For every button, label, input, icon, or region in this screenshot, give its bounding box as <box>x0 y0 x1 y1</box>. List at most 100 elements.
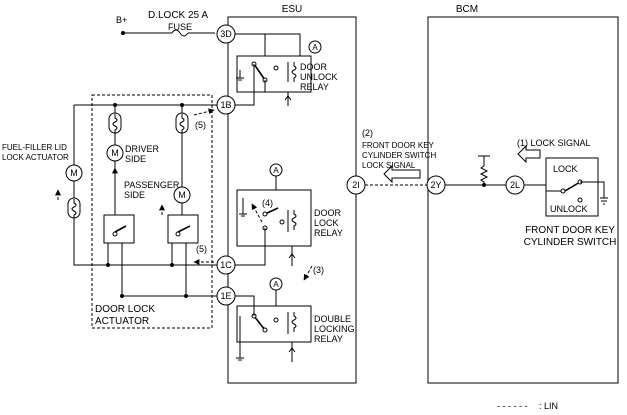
unlock-relay-ground <box>236 70 244 81</box>
double-relay-text-1: DOUBLE <box>314 314 351 324</box>
key-switch-pin-a <box>560 188 566 194</box>
double-relay-out <box>235 295 255 316</box>
lock-relay-step-4: (4) <box>262 198 273 208</box>
double-relay-pin-c <box>273 317 279 323</box>
unlock-relay-box <box>236 55 312 93</box>
fuel-motor-label: M <box>70 168 78 178</box>
lock-relay-ground <box>239 198 247 217</box>
key-switch-name-2: CYLINDER SWITCH <box>524 237 617 248</box>
front-key-signal-3: CYLINDER SWITCH <box>362 151 436 160</box>
lock-relay-transistor <box>288 246 296 266</box>
junction-2 <box>180 103 184 107</box>
unlock-relay-out <box>235 64 266 106</box>
passenger-side-2: SIDE <box>124 190 145 200</box>
driver-side-2: SIDE <box>125 154 146 164</box>
junction-3 <box>106 263 110 267</box>
fuel-actuator-1: FUEL-FILLER LID <box>2 143 67 152</box>
unlock-relay-text-3: RELAY <box>300 82 329 92</box>
lock-relay-step-3-arrow <box>303 265 313 281</box>
key-switch-wire <box>524 181 608 205</box>
terminal-1e-label: 1E <box>220 291 231 301</box>
fuse-word: FUSE <box>168 22 192 32</box>
key-switch-box <box>545 157 599 217</box>
lin-signal-arrow <box>383 164 421 184</box>
passenger-switch-pin <box>175 231 181 237</box>
legend-line: - - - - - - <box>497 401 528 411</box>
double-relay-text-2: LOCKING <box>314 324 355 334</box>
unlock-relay-text-1: DOOR <box>300 62 328 72</box>
junction-4 <box>170 263 174 267</box>
bcm-label: BCM <box>456 4 478 15</box>
double-relay-ground <box>236 316 244 361</box>
esu-box <box>227 16 357 384</box>
passenger-switch-box <box>167 214 199 244</box>
ref-a-label-1: A <box>312 43 318 52</box>
lock-relay-pin-a <box>262 211 268 217</box>
unlock-relay-contact <box>253 63 266 81</box>
ref-a-label-3: A <box>273 280 279 289</box>
lock-relay-box <box>236 189 312 247</box>
key-switch-name-1: FRONT DOOR KEY <box>525 225 615 236</box>
lock-relay-coil <box>287 210 297 232</box>
terminal-2y-label: 2Y <box>430 180 441 190</box>
lock-relay-text-3: RELAY <box>314 228 343 238</box>
unlock-relay-pin-c <box>273 65 279 71</box>
front-key-signal-2: FRONT DOOR KEY <box>362 141 435 150</box>
key-switch-pin-c <box>577 197 583 203</box>
actuator-wire-passenger <box>171 105 187 296</box>
junction-6 <box>184 294 188 298</box>
flow-arrow-5-top <box>193 108 215 116</box>
bcm-junction <box>482 183 486 187</box>
fuel-actuator-2: LOCK ACTUATOR <box>2 153 69 162</box>
actuator-wire-driver <box>107 105 217 297</box>
driver-heater-1 <box>112 114 118 134</box>
ref-a-label-2: A <box>273 166 279 175</box>
lock-relay-flow-arrow <box>251 203 263 223</box>
unlock-relay-coil <box>287 62 297 82</box>
passenger-switch-contact <box>177 225 191 233</box>
lock-relay-step-3: (3) <box>313 265 324 275</box>
junction-1 <box>113 103 117 107</box>
double-relay-text-3: RELAY <box>314 334 343 344</box>
unlock-relay-transistor <box>284 92 292 106</box>
driver-switch-contact <box>114 225 127 233</box>
key-switch-contact <box>564 181 581 192</box>
passenger-heater-1 <box>179 114 185 134</box>
terminal-1b-label: 1B <box>220 100 231 110</box>
unlock-relay-feed <box>235 33 301 56</box>
bplus-label: B+ <box>116 15 127 25</box>
bcm-pullup <box>478 155 490 185</box>
key-switch-lock: LOCK <box>553 164 578 174</box>
terminal-2l-label: 2L <box>510 180 520 190</box>
terminal-3d-label: 3D <box>220 29 232 39</box>
bcm-box <box>427 16 619 384</box>
flow-step-5-top: (5) <box>195 120 206 130</box>
esu-label: ESU <box>282 4 303 15</box>
lock-relay-text-2: LOCK <box>314 218 339 228</box>
flow-step-5-bottom: (5) <box>196 244 207 254</box>
lock-signal-label: (1) LOCK SIGNAL <box>517 138 591 148</box>
driver-switch-box <box>103 214 135 244</box>
lock-signal-arrow <box>517 144 541 164</box>
junction-5 <box>120 294 124 298</box>
double-relay-pin-b <box>262 327 268 333</box>
lock-relay-out <box>235 228 266 266</box>
double-relay-transistor <box>288 342 296 362</box>
double-relay-coil <box>287 312 297 334</box>
driver-motor-label: M <box>111 148 119 158</box>
driver-side-1: DRIVER <box>125 144 160 154</box>
actuator-outline <box>91 94 213 329</box>
driver-switch-pin <box>112 231 118 237</box>
actuator-title-1: DOOR LOCK <box>95 304 155 315</box>
actuator-title-2: ACTUATOR <box>95 316 149 327</box>
lock-relay-pin-c <box>279 219 285 225</box>
fuse-symbol <box>171 29 189 37</box>
lock-relay-text-1: DOOR <box>314 208 342 218</box>
actuator-wire-1b <box>73 104 217 266</box>
passenger-motor-label: M <box>178 190 186 200</box>
ref-a-node-1 <box>308 40 322 54</box>
front-key-signal-1: (2) <box>362 128 373 138</box>
double-relay-contact <box>253 315 266 331</box>
terminal-1c-label: 1C <box>220 260 232 270</box>
